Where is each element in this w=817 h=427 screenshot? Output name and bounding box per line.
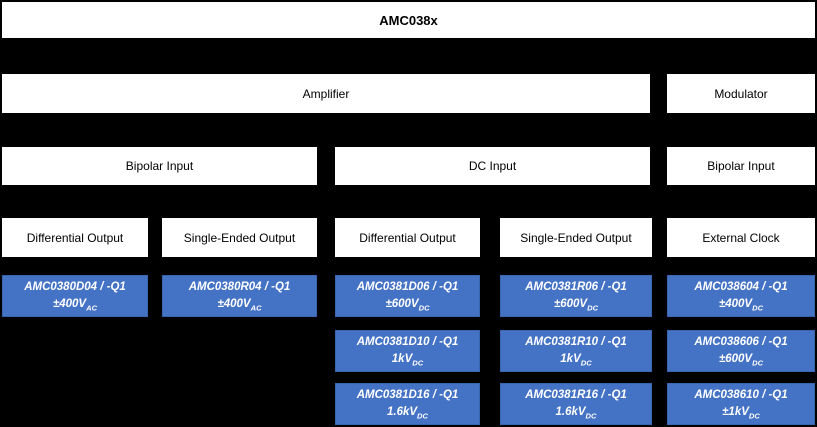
- single-ended-output-mid-node: Single-Ended Output: [500, 218, 652, 257]
- product-rating: ±600VDC: [718, 353, 764, 368]
- product-name: AMC0381R06 / -Q1: [525, 280, 627, 293]
- product-rating: 1kVDC: [391, 353, 424, 368]
- product-node: AMC0380R04 / -Q1 ±400VAC: [162, 275, 317, 317]
- product-rating: 1kVDC: [560, 353, 592, 368]
- product-rating: 1.6kVDC: [555, 406, 597, 421]
- product-node: AMC0380D04 / -Q1 ±400VAC: [2, 275, 148, 317]
- bipolar-input-right-node: Bipolar Input: [667, 147, 815, 185]
- product-rating: ±600VDC: [385, 298, 430, 313]
- product-name: AMC038604 / -Q1: [694, 280, 788, 293]
- product-name: AMC0380D04 / -Q1: [24, 280, 126, 293]
- amplifier-node: Amplifier: [2, 74, 650, 113]
- differential-output-left-node: Differential Output: [2, 218, 148, 257]
- product-rating: ±1kVDC: [722, 406, 760, 421]
- product-node: AMC0381D06 / -Q1 ±600VDC: [335, 275, 480, 317]
- differential-output-mid-node: Differential Output: [335, 218, 480, 257]
- product-node: AMC0381R16 / -Q1 1.6kVDC: [500, 383, 652, 425]
- external-clock-node: External Clock: [667, 218, 815, 257]
- product-node: AMC0381R10 / -Q1 1kVDC: [500, 330, 652, 372]
- product-rating: ±400VDC: [718, 298, 764, 313]
- product-node: AMC0381R06 / -Q1 ±600VDC: [500, 275, 652, 317]
- product-node: AMC038606 / -Q1 ±600VDC: [667, 330, 815, 372]
- root-node-amc038x: AMC038x: [2, 2, 815, 38]
- product-name: AMC0380R04 / -Q1: [188, 280, 291, 293]
- bipolar-input-left-node: Bipolar Input: [2, 147, 317, 185]
- product-rating: ±400VAC: [217, 298, 262, 313]
- product-name: AMC0381D10 / -Q1: [356, 335, 459, 348]
- product-node: AMC038604 / -Q1 ±400VDC: [667, 275, 815, 317]
- product-name: AMC0381D16 / -Q1: [356, 388, 459, 401]
- product-name: AMC0381R10 / -Q1: [525, 335, 627, 348]
- single-ended-output-left-node: Single-Ended Output: [162, 218, 317, 257]
- product-rating: ±600VDC: [553, 298, 599, 313]
- product-name: AMC038610 / -Q1: [694, 388, 788, 401]
- product-node: AMC0381D10 / -Q1 1kVDC: [335, 330, 480, 372]
- dc-input-node: DC Input: [335, 147, 650, 185]
- product-name: AMC0381D06 / -Q1: [356, 280, 459, 293]
- product-rating: ±400VAC: [52, 298, 98, 313]
- modulator-node: Modulator: [667, 74, 815, 113]
- product-rating: 1.6kVDC: [386, 406, 428, 421]
- product-name: AMC0381R16 / -Q1: [525, 388, 627, 401]
- product-node: AMC038610 / -Q1 ±1kVDC: [667, 383, 815, 425]
- product-name: AMC038606 / -Q1: [694, 335, 788, 348]
- product-node: AMC0381D16 / -Q1 1.6kVDC: [335, 383, 480, 425]
